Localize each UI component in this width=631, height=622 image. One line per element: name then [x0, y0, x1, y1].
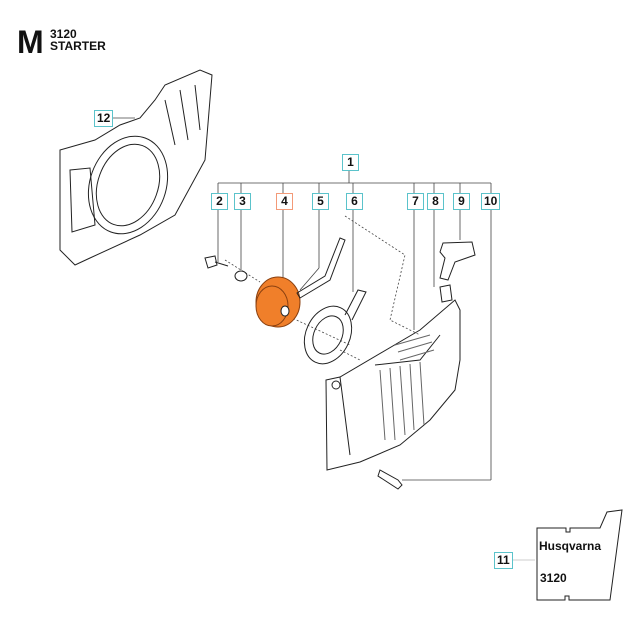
section-letter: M — [17, 24, 44, 60]
callout-10[interactable]: 10 — [481, 193, 501, 210]
leader-lines — [112, 117, 535, 561]
callout-9[interactable]: 9 — [453, 193, 470, 210]
section-title: STARTER — [50, 39, 106, 53]
callout-6[interactable]: 6 — [346, 193, 363, 210]
decal-brand-text: Husqvarna — [539, 539, 601, 553]
callout-4[interactable]: 4 — [276, 193, 293, 210]
callout-5[interactable]: 5 — [312, 193, 329, 210]
part-7-screw-bottom — [377, 469, 403, 490]
callout-11[interactable]: 11 — [494, 552, 513, 569]
part-2-bolt — [204, 255, 229, 269]
callout-2[interactable]: 2 — [211, 193, 228, 210]
callout-3[interactable]: 3 — [234, 193, 251, 210]
part-3-washer — [234, 270, 248, 282]
callout-7[interactable]: 7 — [407, 193, 424, 210]
part-5-spring — [296, 237, 346, 299]
part-10-starter-housing — [325, 299, 461, 471]
model-number: 3120 — [50, 27, 77, 41]
part-12-cover-plate — [59, 69, 213, 266]
decal-model-text: 3120 — [540, 571, 567, 585]
part-6-spring-housing — [303, 289, 367, 365]
part-11-decal — [536, 509, 623, 601]
callout-12[interactable]: 12 — [94, 110, 114, 127]
part-4-pulley — [255, 276, 301, 328]
callout-1[interactable]: 1 — [342, 154, 359, 171]
callout-8[interactable]: 8 — [427, 193, 444, 210]
part-9-handle — [439, 241, 476, 281]
part-8-rope-guide — [439, 284, 453, 303]
